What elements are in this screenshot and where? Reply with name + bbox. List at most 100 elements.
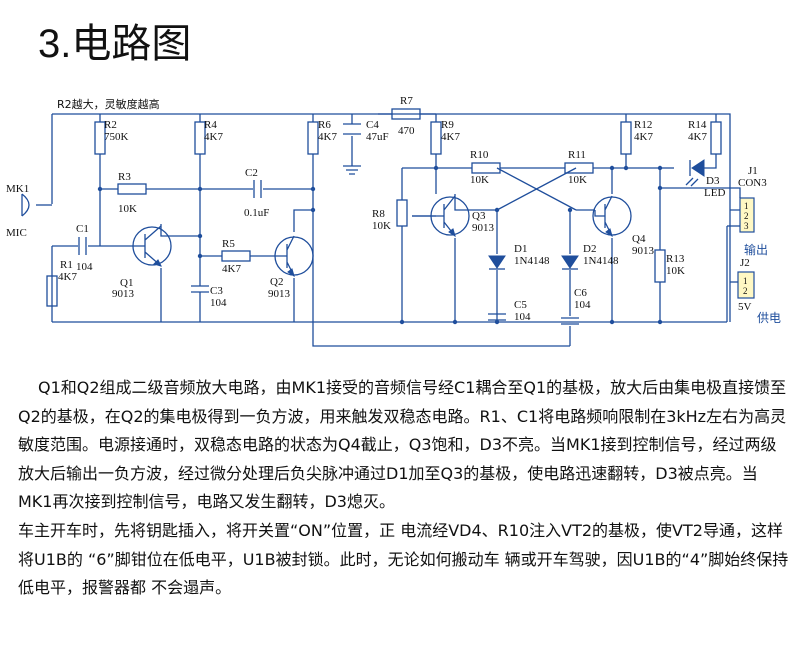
r2-value: 750K <box>104 131 129 143</box>
r14-label: R14 <box>688 119 707 131</box>
c5-label: C5 <box>514 299 527 311</box>
c4-value: 47uF <box>366 131 389 143</box>
j2-pin2: 2 <box>743 286 748 296</box>
r10-body <box>471 162 501 174</box>
j1-pin2: 2 <box>744 211 749 221</box>
d3-led <box>691 159 705 177</box>
c5-plates <box>488 313 506 321</box>
d1-diode <box>488 255 506 269</box>
r13-body <box>654 249 666 283</box>
c1-value: 104 <box>76 261 93 273</box>
resistors <box>46 108 722 307</box>
r1-body <box>46 275 58 307</box>
r2-body <box>94 121 106 155</box>
q3-value: 9013 <box>472 222 495 234</box>
r5-value: 4K7 <box>222 263 241 275</box>
d3-label: D3 <box>706 175 720 187</box>
q3-label: Q3 <box>472 210 486 222</box>
microphone <box>21 193 52 217</box>
q1-transistor <box>132 225 172 267</box>
r12-body <box>620 121 632 155</box>
r9-body <box>430 121 442 155</box>
c2-plates <box>253 180 262 198</box>
r13-label: R13 <box>666 253 685 265</box>
r4-label: R4 <box>204 119 217 131</box>
q1-label: Q1 <box>120 277 133 289</box>
r12-label: R12 <box>634 119 652 131</box>
r4-value: 4K7 <box>204 131 223 143</box>
mic-label: MIC <box>6 227 27 239</box>
j2-pin1: 1 <box>743 276 748 286</box>
r6-body <box>307 121 319 155</box>
c1-label: C1 <box>76 223 89 235</box>
j2-connector <box>737 271 755 299</box>
r6-value: 4K7 <box>318 131 337 143</box>
d2-value: 1N4148 <box>583 255 619 267</box>
q3-transistor <box>412 195 470 238</box>
r7-body <box>391 108 421 120</box>
d1-value: 1N4148 <box>514 255 550 267</box>
q2-label: Q2 <box>270 276 283 288</box>
r10-value: 10K <box>470 174 489 186</box>
j1-pin1: 1 <box>744 201 749 211</box>
q4-label: Q4 <box>632 233 646 245</box>
capacitors <box>78 123 579 325</box>
d2-label: D2 <box>583 243 596 255</box>
connectors <box>737 197 755 299</box>
c1-plates <box>78 237 87 255</box>
r11-value: 10K <box>568 174 587 186</box>
r3-body <box>117 183 147 195</box>
r8-label: R8 <box>372 208 385 220</box>
r3-value: 10K <box>118 203 137 215</box>
j1-value: CON3 <box>738 177 767 189</box>
j1-connector <box>739 197 755 233</box>
d1-label: D1 <box>514 243 527 255</box>
r13-value: 10K <box>666 265 685 277</box>
c3-label: C3 <box>210 285 223 297</box>
r11-label: R11 <box>568 149 586 161</box>
d2-diode <box>561 255 579 269</box>
r14-value: 4K7 <box>688 131 707 143</box>
r5-body <box>221 250 251 262</box>
power-label: 供电 <box>757 311 781 325</box>
r4-body <box>194 121 206 155</box>
r9-value: 4K7 <box>441 131 460 143</box>
r14-body <box>710 121 722 155</box>
output-label: 输出 <box>744 242 768 257</box>
r5-label: R5 <box>222 238 235 250</box>
paragraph-2: 车主开车时，先将钥匙插入，将开关置“ON”位置，正 电流经VD4、R10注入VT… <box>18 520 789 598</box>
diodes <box>488 159 705 270</box>
r8-body <box>396 199 408 227</box>
r2-label: R2 <box>104 119 117 131</box>
q1-value: 9013 <box>112 288 135 300</box>
c2-value: 0.1uF <box>244 207 269 219</box>
c5-value: 104 <box>514 311 531 323</box>
r11-body <box>564 162 594 174</box>
j1-pin3: 3 <box>744 221 749 231</box>
q4-value: 9013 <box>632 245 655 257</box>
section-title: 3.电路图 <box>38 18 191 70</box>
q4-transistor <box>592 195 632 238</box>
r7-value: 470 <box>398 125 415 137</box>
c2-label: C2 <box>245 167 258 179</box>
c3-plates <box>191 285 209 293</box>
c6-plates <box>561 317 579 325</box>
r12-value: 4K7 <box>634 131 653 143</box>
c3-value: 104 <box>210 297 227 309</box>
junctions <box>97 165 663 325</box>
circuit-diagram: R2越大，灵敏度越高 MK1 MIC R1 4K7 C1 104 R2 750K… <box>6 95 781 347</box>
j1-label: J1 <box>748 165 758 177</box>
section-number: 3. <box>38 22 72 66</box>
c4-plates <box>343 123 361 135</box>
r7-label: R7 <box>400 95 413 107</box>
r6-label: R6 <box>318 119 331 131</box>
c4-label: C4 <box>366 119 379 131</box>
j2-value: 5V <box>738 301 752 313</box>
q2-value: 9013 <box>268 288 291 300</box>
paragraph-1: Q1和Q2组成二级音频放大电路，由MK1接受的音频信号经C1耦合至Q1的基极，放… <box>18 378 787 512</box>
mk1-label: MK1 <box>6 183 29 195</box>
c6-value: 104 <box>574 299 591 311</box>
r10-label: R10 <box>470 149 489 161</box>
j2-label: J2 <box>740 257 750 269</box>
sensitivity-note: R2越大，灵敏度越高 <box>57 97 160 111</box>
